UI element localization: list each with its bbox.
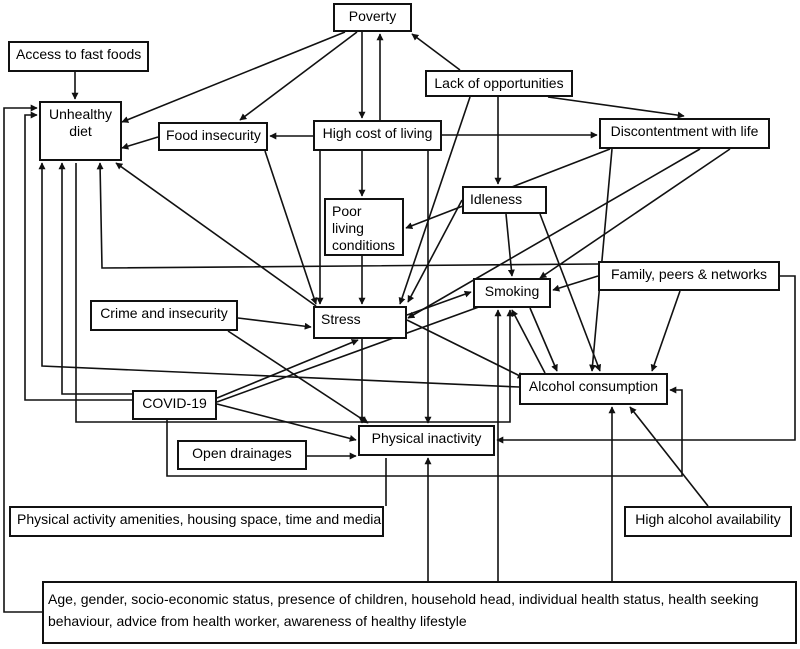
node-high-alcohol-availability: High alcohol availability: [624, 506, 792, 537]
link-food-insecurity-unhealthy-diet: [121, 136, 159, 150]
node-high-cost-of-living: High cost of living: [313, 120, 442, 151]
node-smoking: Smoking: [473, 278, 551, 308]
link-discontentment-alcohol: [589, 148, 613, 372]
node-food-insecurity: Food insecurity: [158, 122, 268, 151]
link-crime-stress: [237, 317, 312, 330]
link-alcohol-smoking: [511, 309, 546, 374]
node-family-peers-networks: Family, peers & networks: [598, 261, 780, 291]
node-poor-living-conditions: Poor living conditions: [324, 198, 404, 256]
node-access-to-fast-foods: Access to fast foods: [8, 41, 149, 72]
node-idleness: Idleness: [462, 186, 547, 214]
link-poverty-food-insecurity: [239, 31, 358, 121]
link-demographics-unhealthy-diet: [3, 104, 42, 613]
link-discontentment-stress: [407, 148, 701, 319]
link-family-unhealthy-diet: [96, 162, 599, 269]
link-food-insecurity-stress: [264, 150, 318, 305]
link-family-smoking: [552, 275, 599, 292]
link-idleness-smoking: [505, 213, 515, 277]
node-crime-and-insecurity: Crime and insecurity: [90, 300, 238, 331]
link-idleness-alcohol: [539, 213, 602, 372]
node-alcohol-consumption: Alcohol consumption: [519, 373, 668, 405]
node-physical-inactivity: Physical inactivity: [358, 425, 495, 456]
link-poverty-unhealthy-diet: [121, 31, 346, 123]
link-high-alcohol-availability-alcohol: [629, 406, 709, 507]
link-smoking-alcohol: [529, 307, 558, 372]
link-family-alcohol: [650, 290, 681, 372]
link-stress-unhealthy-diet: [115, 162, 317, 307]
node-poverty: Poverty: [333, 3, 412, 32]
link-stress-alcohol: [406, 319, 525, 379]
link-covid-unhealthy-diet: [24, 111, 132, 401]
link-covid-smoking-2: [75, 163, 514, 423]
link-stress-smoking: [406, 290, 472, 316]
link-idleness-stress: [407, 199, 463, 303]
link-family-physical-inactivity: [496, 275, 796, 444]
link-covid-unhealthy-diet-2: [58, 162, 132, 395]
link-covid-smoking: [216, 298, 499, 403]
link-covid-alcohol: [166, 386, 683, 477]
node-unhealthy-diet: Unhealthy diet: [39, 101, 122, 161]
link-alcohol-unhealthy-diet: [38, 162, 520, 388]
node-stress: Stress: [313, 306, 407, 339]
node-discontentment-with-life: Discontentment with life: [599, 118, 770, 149]
node-covid-19: COVID-19: [132, 390, 217, 420]
node-demographic-factors: Age, gender, socio-economic status, pres…: [42, 581, 797, 644]
link-lack-opportunities-discontentment: [547, 96, 685, 119]
link-lack-opportunities-poverty: [411, 33, 461, 71]
node-open-drainages: Open drainages: [177, 440, 307, 470]
node-lack-of-opportunities: Lack of opportunities: [425, 70, 573, 97]
link-lack-opportunities-stress: [398, 96, 471, 305]
link-discontentment-smoking: [539, 148, 731, 279]
link-covid-stress: [216, 339, 359, 399]
node-physical-activity-amenities: Physical activity amenities, housing spa…: [9, 506, 384, 537]
